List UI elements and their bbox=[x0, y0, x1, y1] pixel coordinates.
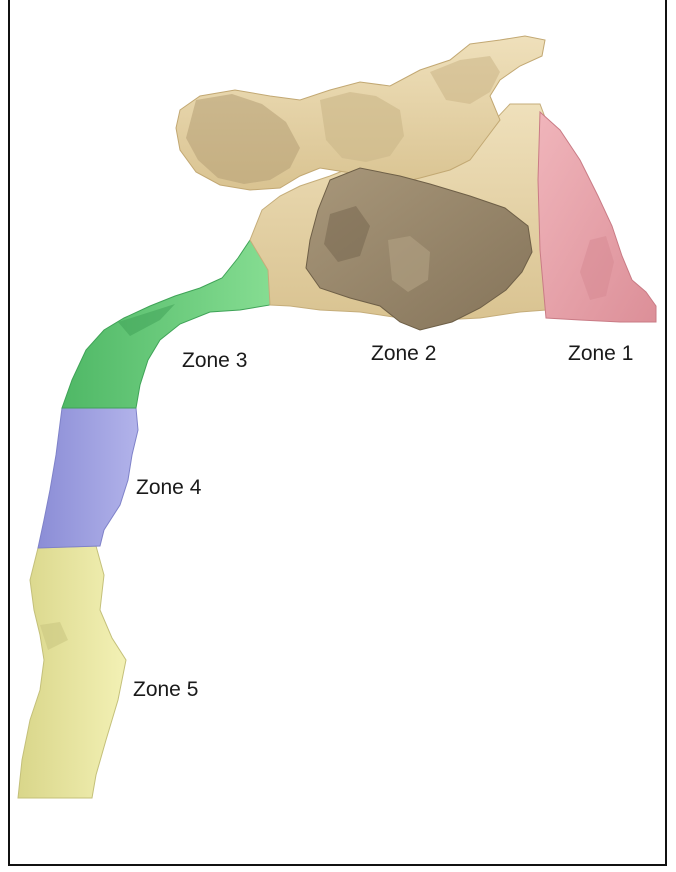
zone5-region bbox=[18, 546, 126, 798]
zone5-label: Zone 5 bbox=[133, 678, 198, 702]
zone4-label: Zone 4 bbox=[136, 476, 201, 500]
zone3-region bbox=[62, 236, 272, 408]
zone1-label: Zone 1 bbox=[568, 342, 633, 366]
zone4-region bbox=[38, 408, 138, 548]
zone2-label: Zone 2 bbox=[371, 342, 436, 366]
zone3-label: Zone 3 bbox=[182, 349, 247, 373]
